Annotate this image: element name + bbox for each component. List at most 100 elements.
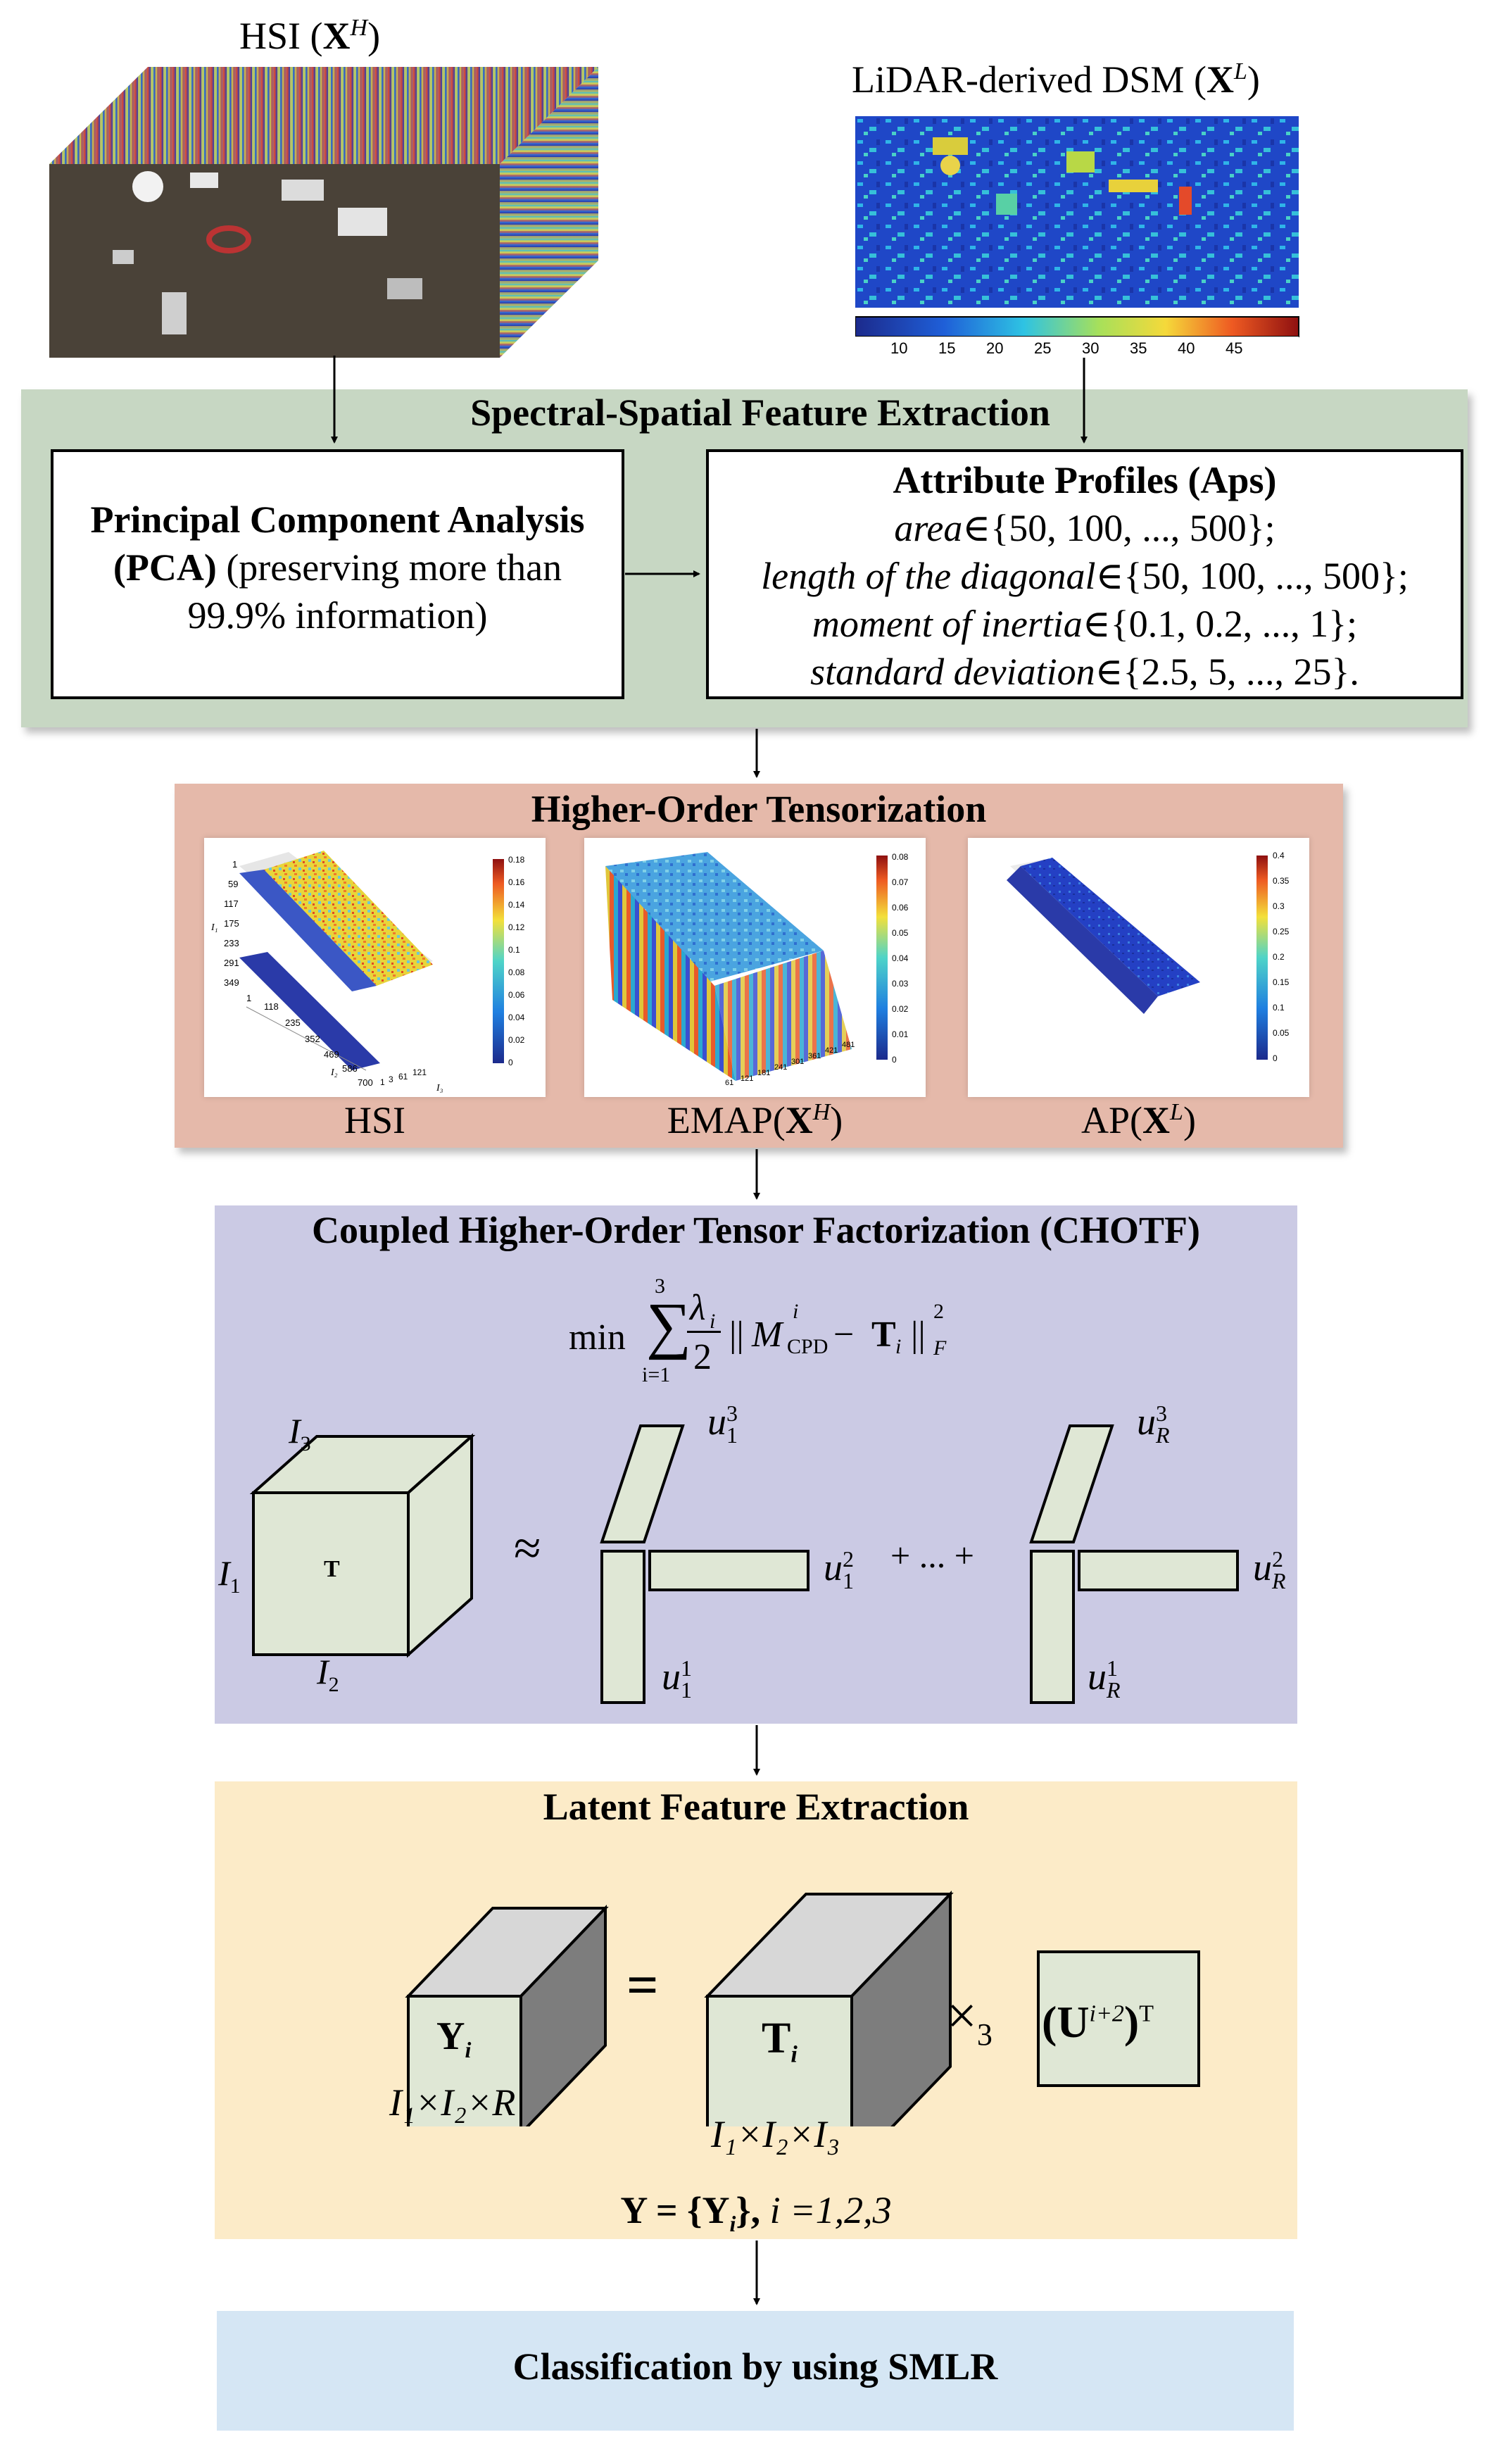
lidar-colorbar-ticks: 10 15 20 25 30 35 40 45 bbox=[855, 339, 1299, 361]
col-tick: 700 bbox=[358, 1077, 373, 1088]
latent-t-label: Ti bbox=[762, 2014, 798, 2068]
cbar-tick: 0.04 bbox=[508, 1013, 525, 1022]
row-tick: 117 bbox=[224, 898, 239, 909]
band-tick: 3 bbox=[389, 1074, 393, 1084]
pca-desc-2: 99.9% information) bbox=[187, 594, 488, 637]
cbar-tick: 0.18 bbox=[508, 855, 525, 865]
cube-i3-label: I3 bbox=[289, 1411, 311, 1455]
classification-panel bbox=[217, 2311, 1294, 2431]
band-tick: 361 bbox=[808, 1052, 821, 1060]
chotf-title: Coupled Higher-Order Tensor Factorizatio… bbox=[312, 1209, 1200, 1251]
latent-t-dims: I₁×I₂×I₃ bbox=[711, 2113, 840, 2155]
band-tick: 1 bbox=[380, 1077, 385, 1087]
plus-ellipsis: + ... + bbox=[890, 1536, 974, 1575]
hsi-data-cube bbox=[49, 67, 598, 358]
band-tick: 421 bbox=[825, 1046, 838, 1055]
attribute-profiles-box: Attribute Profiles (Aps) area∈{50, 100, … bbox=[706, 449, 1463, 699]
cbar-tick: 0.05 bbox=[1273, 1028, 1290, 1038]
sum-symbol: ∑ bbox=[646, 1291, 692, 1360]
col-tick: 118 bbox=[264, 1001, 279, 1012]
ap-line-area: area∈{50, 100, ..., 500}; bbox=[894, 507, 1275, 549]
pca-desc-1: (preserving more than bbox=[216, 546, 562, 589]
emap-tensor-plot: 61 121 181 241 301 361 421 481 0.08 0.07… bbox=[584, 838, 926, 1097]
cbar-tick: 0.08 bbox=[508, 967, 525, 977]
band-tick: 301 bbox=[791, 1058, 805, 1066]
row-tick: 59 bbox=[228, 879, 239, 889]
band-tick: 481 bbox=[842, 1041, 855, 1049]
latent-set-definition: Y = {Yi}, i =1,2,3 bbox=[620, 2189, 892, 2236]
pca-title: Principal Component Analysis bbox=[90, 499, 585, 541]
ap-title: Attribute Profiles (Aps) bbox=[893, 459, 1277, 501]
latent-y-label: Yi bbox=[436, 2014, 472, 2063]
fraction-bar bbox=[687, 1331, 721, 1333]
cbar-tick: 0.06 bbox=[892, 903, 909, 913]
cbar-tick: 0.14 bbox=[508, 900, 525, 910]
cbar-tick: 0.04 bbox=[892, 953, 909, 963]
cbar-tick: 0.1 bbox=[508, 945, 520, 955]
row-tick: 1 bbox=[232, 859, 238, 870]
cbar-tick: 0 bbox=[1273, 1053, 1278, 1063]
row-tick: 349 bbox=[224, 977, 239, 988]
band-tick: 181 bbox=[757, 1069, 771, 1077]
emap-caption: EMAP(XH) bbox=[667, 1099, 843, 1141]
factor-uR-1: u1R bbox=[1088, 1655, 1121, 1703]
col-tick: 352 bbox=[305, 1034, 320, 1044]
colorbar-tick: 20 bbox=[986, 339, 1004, 357]
factor-u1-1: u11 bbox=[662, 1655, 692, 1703]
axis-i2: I₂ bbox=[331, 1067, 338, 1078]
cbar-tick: 0.01 bbox=[892, 1029, 909, 1039]
cbar-tick: 0 bbox=[892, 1055, 897, 1065]
cbar-tick: 0.35 bbox=[1273, 876, 1290, 886]
mode3-product: ×3 bbox=[947, 1986, 993, 2053]
band-tick: 121 bbox=[741, 1074, 754, 1083]
cbar-tick: 0.02 bbox=[508, 1035, 525, 1045]
factor-u1-3: u31 bbox=[707, 1400, 738, 1448]
cbar-tick: 0.03 bbox=[892, 979, 909, 989]
ap-line-inertia: moment of inertia∈{0.1, 0.2, ..., 1}; bbox=[812, 603, 1358, 645]
cbar-tick: 0.05 bbox=[892, 928, 909, 938]
factor-u1-2: u21 bbox=[824, 1546, 854, 1593]
band-tick: 121 bbox=[412, 1067, 427, 1077]
ap-line-std: standard deviation∈{2.5, 5, ..., 25}. bbox=[810, 651, 1359, 693]
latent-title: Latent Feature Extraction bbox=[543, 1786, 969, 1828]
col-tick: 235 bbox=[285, 1017, 301, 1028]
col-tick: 1 bbox=[246, 993, 252, 1003]
ap-line-diagonal: length of the diagonal∈{50, 100, ..., 50… bbox=[761, 555, 1409, 597]
lidar-dsm-map bbox=[855, 116, 1299, 362]
colorbar-tick: 35 bbox=[1130, 339, 1147, 357]
ap-caption: AP(XL) bbox=[1081, 1099, 1196, 1141]
pca-box: Principal Component Analysis (PCA) (pres… bbox=[51, 449, 624, 699]
colorbar-tick: 45 bbox=[1226, 339, 1243, 357]
classification-title: Classification by using SMLR bbox=[512, 2345, 998, 2388]
colorbar-tick: 25 bbox=[1034, 339, 1052, 357]
ap-tensor-plot: 0.4 0.35 0.3 0.25 0.2 0.15 0.1 0.05 0 bbox=[968, 838, 1309, 1097]
factor-uR-3: u3R bbox=[1137, 1400, 1170, 1448]
colorbar-tick: 10 bbox=[890, 339, 908, 357]
chotf-objective-formula: min ∑ 3 i=1 λ i 2 || M i CPD − T i || 2 … bbox=[569, 1274, 947, 1386]
band-tick: 241 bbox=[774, 1063, 788, 1072]
cube-t-label: T bbox=[324, 1556, 340, 1582]
hsi-caption: HSI bbox=[344, 1099, 405, 1141]
colorbar-tick: 15 bbox=[938, 339, 956, 357]
cube-i2-label: I2 bbox=[317, 1652, 339, 1696]
row-tick: 291 bbox=[224, 958, 239, 968]
cbar-tick: 0.02 bbox=[892, 1004, 909, 1014]
cbar-tick: 0.06 bbox=[508, 990, 525, 1000]
cpd-decomposition-diagram bbox=[249, 1424, 1239, 1704]
col-tick: 586 bbox=[342, 1063, 358, 1074]
cbar-tick: 0.3 bbox=[1273, 901, 1285, 911]
colorbar-tick: 30 bbox=[1082, 339, 1100, 357]
row-tick: 175 bbox=[224, 918, 239, 929]
cbar-tick: 0 bbox=[508, 1058, 513, 1067]
cbar-tick: 0.12 bbox=[508, 922, 525, 932]
axis-i1: I₁ bbox=[211, 922, 218, 933]
pca-abbr: (PCA) bbox=[113, 546, 217, 589]
axis-i3: I₃ bbox=[436, 1083, 443, 1093]
col-tick: 469 bbox=[324, 1049, 339, 1060]
feature-extraction-title: Spectral-Spatial Feature Extraction bbox=[470, 391, 1050, 434]
tensorization-title: Higher-Order Tensorization bbox=[531, 788, 987, 830]
latent-y-dims: I₁×I₂×R bbox=[389, 2081, 516, 2124]
cube-i1-label: I1 bbox=[218, 1553, 241, 1598]
latent-equals: = bbox=[626, 1955, 659, 2017]
